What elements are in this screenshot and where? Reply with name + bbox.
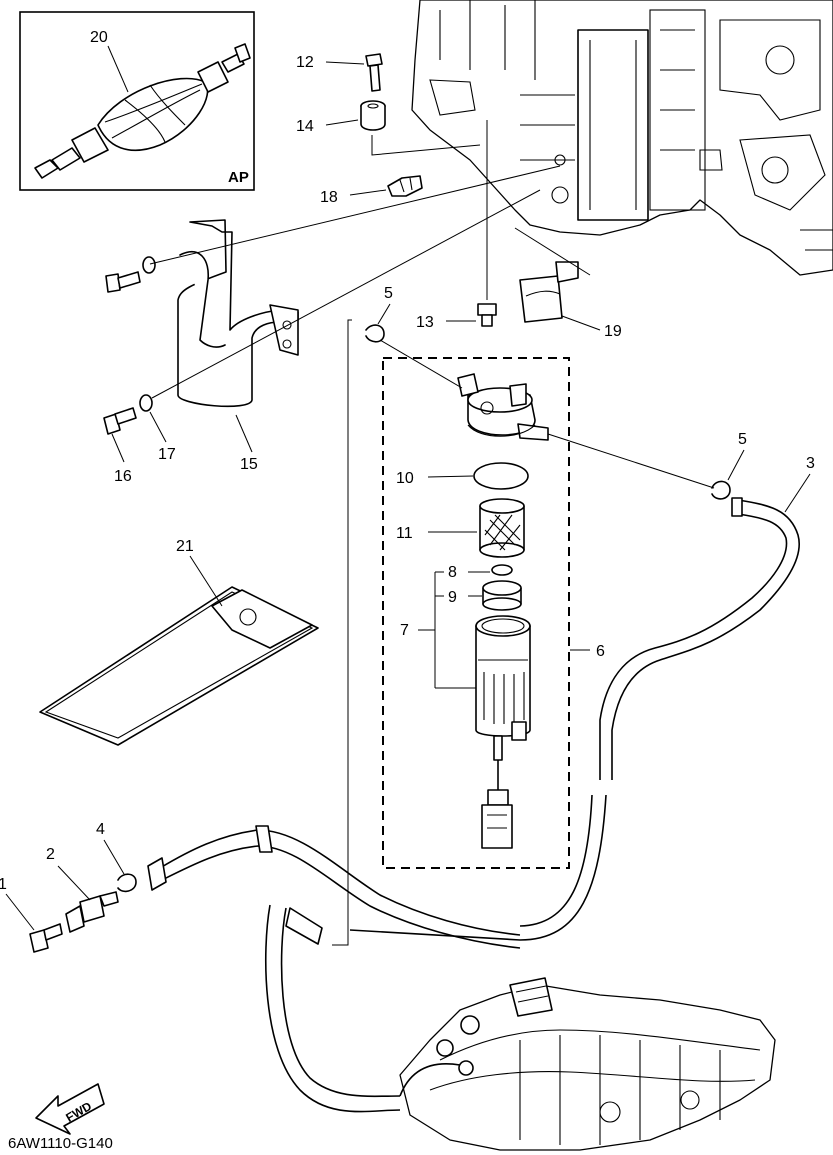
callout-8: 8 (448, 564, 457, 581)
callout-5b: 5 (738, 431, 747, 448)
callout-3: 3 (806, 455, 815, 472)
callout-15: 15 (240, 456, 258, 473)
callout-17: 17 (158, 446, 176, 463)
callout-9: 9 (448, 589, 457, 606)
callout-13: 13 (416, 314, 434, 331)
part-4-clamp: 4 (96, 821, 137, 893)
callout-6: 6 (596, 643, 605, 660)
part-6-filter-assembly: 6 (382, 357, 605, 869)
part-13-fitting: 13 (416, 120, 497, 331)
callout-20: 20 (90, 29, 108, 46)
forward-direction-arrow: FWD (35, 1083, 105, 1135)
filter-head (457, 373, 549, 441)
callout-7: 7 (400, 622, 409, 639)
callout-16: 16 (114, 468, 132, 485)
callout-10: 10 (396, 470, 414, 487)
part-14-grommet: 14 (296, 100, 481, 156)
part-5-clamps: 5 5 (365, 285, 747, 500)
lower-fuel-hose (147, 825, 521, 1113)
callout-2: 2 (46, 846, 55, 863)
part-12-bolt: 12 (296, 53, 383, 92)
callout-11: 11 (396, 525, 413, 542)
part-1-plug: 1 (0, 876, 63, 953)
inset-primer-bulb: AP 20 (19, 11, 255, 191)
part-19-holder: 19 (514, 227, 622, 340)
callout-12: 12 (296, 54, 314, 71)
inset-badge: AP (228, 169, 249, 186)
callout-1: 1 (0, 876, 7, 893)
part-11-filter-element: 11 (396, 498, 525, 558)
callout-18: 18 (320, 189, 338, 206)
part-18-clip: 18 (320, 175, 423, 206)
part-16-17-bolts: 16 17 (103, 165, 561, 485)
part-10-o-ring: 10 (396, 462, 529, 490)
part-15-bracket: 15 (177, 219, 299, 473)
part-2-connector: 2 (46, 846, 119, 933)
engine-block (411, 0, 833, 276)
callout-21: 21 (176, 538, 194, 555)
callout-5a: 5 (384, 285, 393, 302)
intake-manifold (399, 977, 776, 1151)
part-7-filter-cup: 8 9 7 (400, 564, 531, 849)
diagram-code: 6AW1110-G140 (8, 1135, 113, 1152)
part-3-hose: 3 (349, 455, 815, 941)
part-21-tool-bag: 21 (39, 538, 319, 746)
callout-4: 4 (96, 821, 105, 838)
callout-14: 14 (296, 118, 314, 135)
callout-19: 19 (604, 323, 622, 340)
